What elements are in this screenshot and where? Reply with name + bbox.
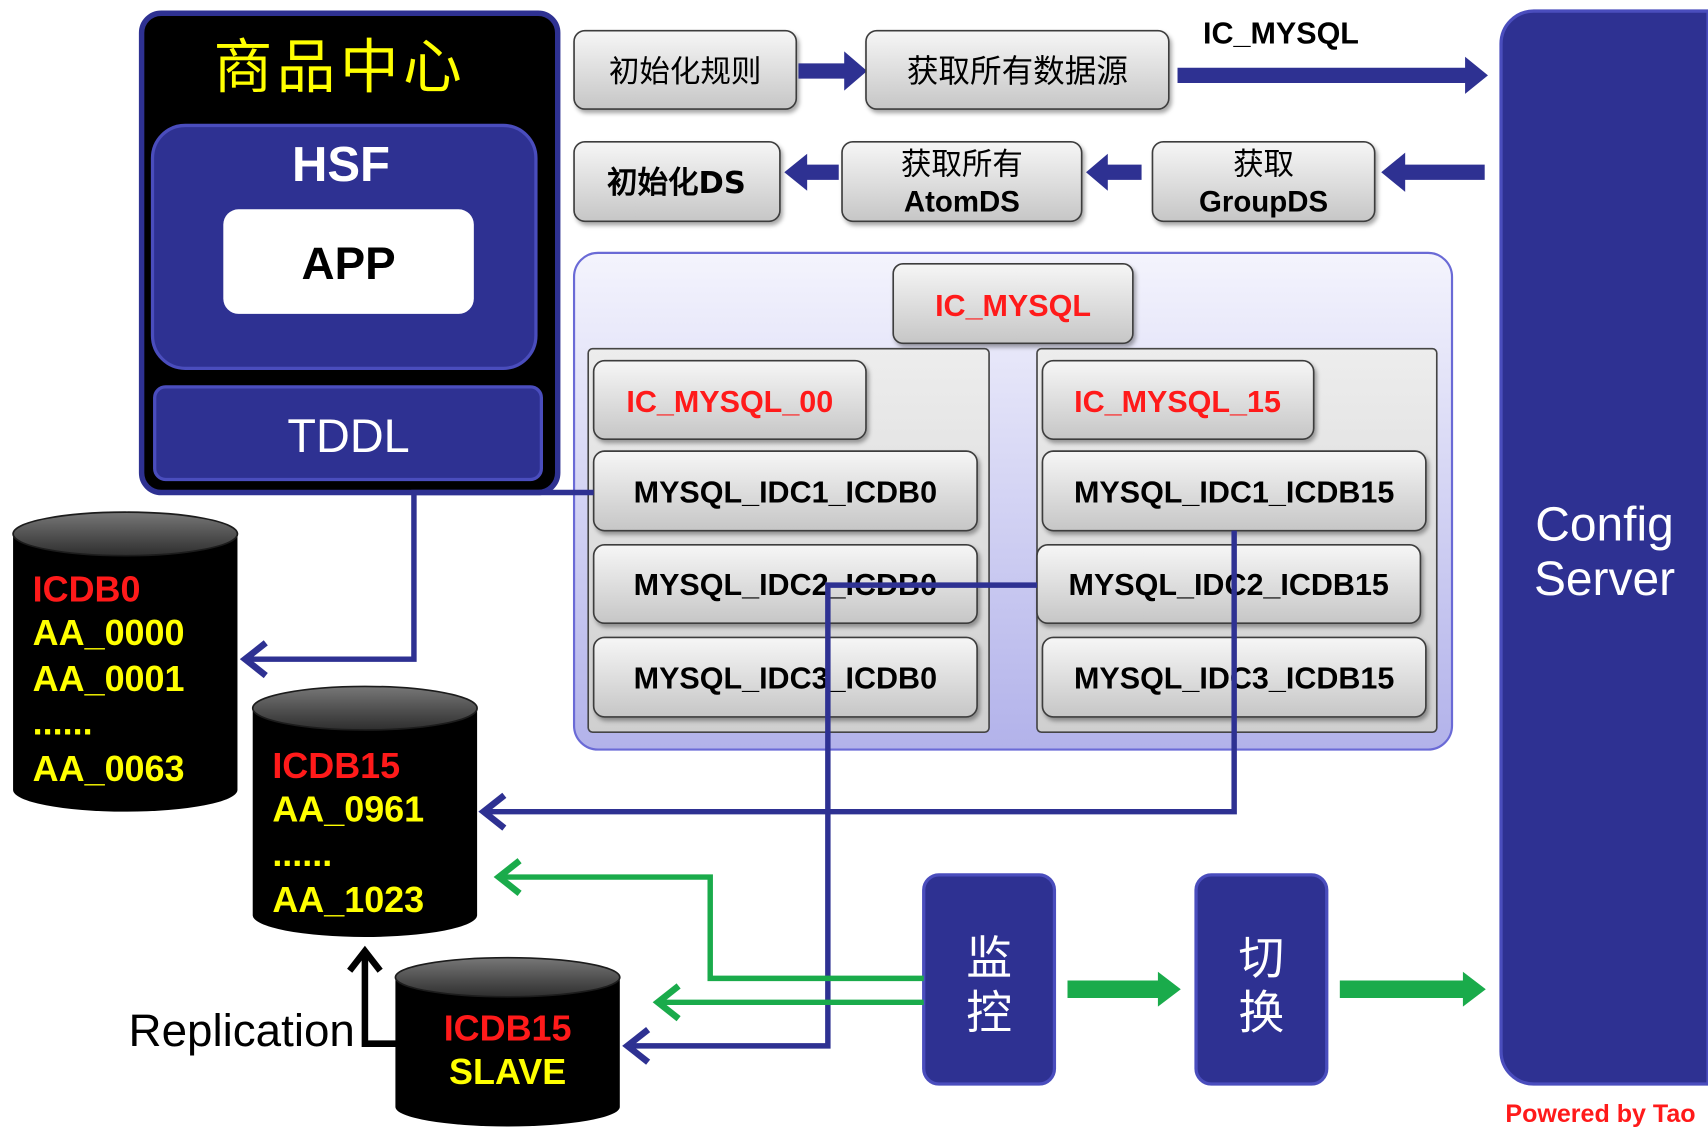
fetch-all-datasources-box: [865, 29, 1170, 110]
config-server: Config Server: [1499, 9, 1708, 1086]
group-name-box: [1041, 359, 1315, 440]
fetch-all-datasources-label: 获取所有数据源: [907, 54, 1128, 90]
database-icdb15: ICDB15 AA_0961 ...... AA_1023: [251, 685, 478, 937]
group-root-box: [892, 262, 1134, 345]
fetch-atomds-label-line1: 获取所有: [901, 147, 1023, 182]
replication-arrow: Replication: [129, 945, 401, 1056]
table-name: AA_0063: [33, 748, 185, 789]
switch-label-char2: 换: [1239, 986, 1285, 1039]
cylinder-body: [13, 533, 238, 812]
init-ds-box: [573, 140, 781, 223]
fetch-atomds-label-line2: AtomDS: [904, 185, 1020, 218]
cylinder-body: [395, 977, 620, 1127]
fetch-groupds-label-line2: GroupDS: [1199, 185, 1328, 218]
replication-label: Replication: [129, 1005, 355, 1056]
fetch-atomds-box: [841, 140, 1083, 223]
arrow-datasources-to-config-server: [1177, 56, 1488, 94]
table-name: AA_0961: [272, 788, 424, 829]
tddl-box: [153, 385, 544, 482]
connector-arrowhead: [622, 1026, 651, 1065]
connector-arrowhead: [478, 792, 507, 831]
group-ic-mysql-15: IC_MYSQL_15 MYSQL_IDC1_ICDB15 MYSQL_IDC2…: [1036, 347, 1438, 733]
database-icdb15-slave: ICDB15 SLAVE: [394, 956, 621, 1127]
hsf-label: HSF: [292, 138, 390, 192]
config-server-label-line1: Config: [1535, 498, 1673, 551]
arrow-switch-to-config-server: [1339, 971, 1486, 1007]
table-name: AA_0001: [33, 658, 185, 699]
tddl-label: TDDL: [287, 410, 409, 462]
init-rules-label: 初始化规则: [609, 55, 762, 90]
table-ellipsis: ......: [33, 701, 93, 742]
group-name-box: [592, 359, 867, 440]
config-server-label-line2: Server: [1534, 553, 1675, 606]
switch-label-char1: 切: [1239, 932, 1285, 985]
cylinder-top: [394, 956, 621, 998]
group-ic-mysql-00: IC_MYSQL_00 MYSQL_IDC1_ICDB0 MYSQL_IDC2_…: [587, 347, 990, 733]
cylinder-top: [12, 511, 239, 557]
table-ellipsis: ......: [272, 833, 332, 874]
group-name-label: IC_MYSQL_00: [626, 385, 833, 419]
atom-box: [592, 636, 978, 718]
arrow-config-server-to-groupds: [1381, 152, 1485, 192]
group-name-label: IC_MYSQL_15: [1074, 385, 1281, 419]
monitor-to-icdb15-line: [502, 874, 924, 982]
group-container: [587, 347, 990, 733]
database-icdb0: ICDB0 AA_0000 AA_0001 ...... AA_0063: [12, 511, 239, 812]
table-name: AA_0000: [33, 612, 185, 653]
atom-label: MYSQL_IDC1_ICDB15: [1074, 475, 1394, 509]
atom-label: MYSQL_IDC2_ICDB15: [1069, 568, 1389, 602]
monitor-label-char2: 控: [966, 986, 1012, 1039]
replication-line: [361, 952, 401, 1047]
app-label: APP: [302, 238, 396, 289]
monitor-switch-flow: 监 控 切 换: [922, 873, 1486, 1086]
connector-idc1-icdb0-to-icdb0: [248, 489, 594, 662]
config-server-box: [1499, 9, 1708, 1086]
database-name: ICDB0: [33, 568, 141, 609]
atom-label: MYSQL_IDC3_ICDB0: [634, 662, 937, 696]
database-name: ICDB15: [444, 1007, 572, 1048]
arrow-monitor-to-switch: [1067, 971, 1181, 1007]
table-name: AA_1023: [272, 879, 424, 920]
ds-flow-row: 初始化DS 获取所有 AtomDS 获取 GroupDS: [573, 140, 1485, 223]
init-ds-label: 初始化DS: [607, 166, 746, 201]
product-center-title: 商品中心: [214, 32, 467, 101]
switch-box: [1194, 873, 1329, 1086]
atom-label: MYSQL_IDC1_ICDB0: [634, 475, 937, 509]
connector-arrowhead: [652, 983, 681, 1022]
group-root-label: IC_MYSQL: [935, 289, 1091, 323]
green-connectors: [493, 858, 924, 1022]
arrow-groupds-to-atomds: [1086, 153, 1142, 191]
cylinder-top: [251, 685, 478, 731]
connector-idc1-icdb15-to-icdb15: [486, 530, 1237, 815]
app-box: [223, 209, 474, 314]
cylinder-body: [252, 708, 478, 937]
database-role: SLAVE: [449, 1051, 566, 1092]
database-name: ICDB15: [272, 745, 400, 786]
init-flow-row: 初始化规则 获取所有数据源 IC_MYSQL: [573, 17, 1488, 110]
fetch-groupds-label-line1: 获取: [1233, 147, 1294, 182]
connector-idc2-icdb15-to-slave: [630, 582, 1037, 1049]
datasource-arrow-label: IC_MYSQL: [1203, 17, 1359, 51]
product-center: 商品中心 HSF APP TDDL: [138, 10, 561, 496]
powered-by-footer: Powered by Tao: [1505, 1100, 1695, 1128]
fetch-groupds-box: [1151, 140, 1376, 223]
connector-arrowhead: [493, 858, 522, 896]
datasource-tree-panel: IC_MYSQL IC_MYSQL_00 MYSQL_IDC1_ICDB0 MY…: [572, 251, 1454, 751]
arrow-atomds-to-init-ds: [784, 153, 839, 191]
arrow-init-rules-to-fetch-datasources: [798, 51, 868, 91]
connector-arrowhead: [239, 640, 268, 679]
init-rules-box: [573, 29, 798, 110]
blue-connectors: [239, 489, 1237, 1065]
replication-arrowhead: [347, 945, 383, 973]
monitor-label-char1: 监: [966, 932, 1012, 985]
